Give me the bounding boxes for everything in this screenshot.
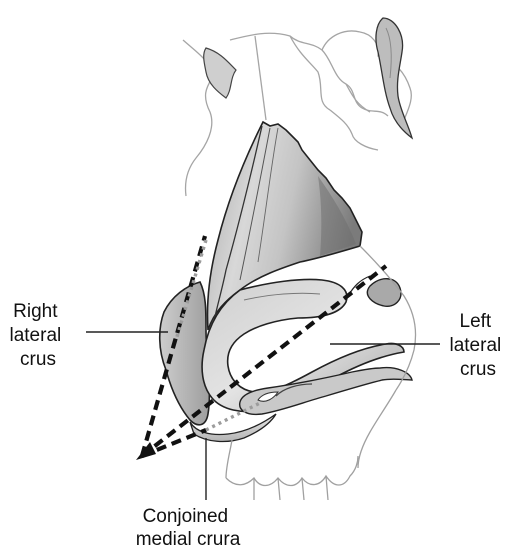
right-lateral-crus-line-3: crus: [20, 349, 56, 370]
leader-lines: [86, 332, 440, 500]
right-lateral-crus-line-1: Right: [13, 301, 58, 322]
right-lateral-crus-label: Right lateral crus: [9, 301, 66, 370]
left-lateral-crus-line-3: crus: [460, 359, 496, 380]
tripod-apex-arrowhead: [136, 442, 156, 460]
right-lateral-crus-line-2: lateral: [9, 325, 61, 346]
top-left-bone: [204, 48, 236, 98]
conjoined-medial-crura-line-1: Conjoined: [143, 506, 229, 527]
conjoined-medial-crura-line-2: medial crura: [136, 529, 241, 548]
left-lateral-crus-line-1: Left: [460, 311, 492, 332]
right-lateral-crus-shape: [160, 282, 210, 425]
top-right-bone: [376, 18, 412, 138]
left-lateral-crus-label: Left lateral crus: [449, 311, 506, 380]
left-lateral-crus-line-2: lateral: [449, 335, 501, 356]
conjoined-medial-crura-label: Conjoined medial crura: [136, 506, 241, 548]
sesamoid-cartilage: [348, 276, 401, 306]
